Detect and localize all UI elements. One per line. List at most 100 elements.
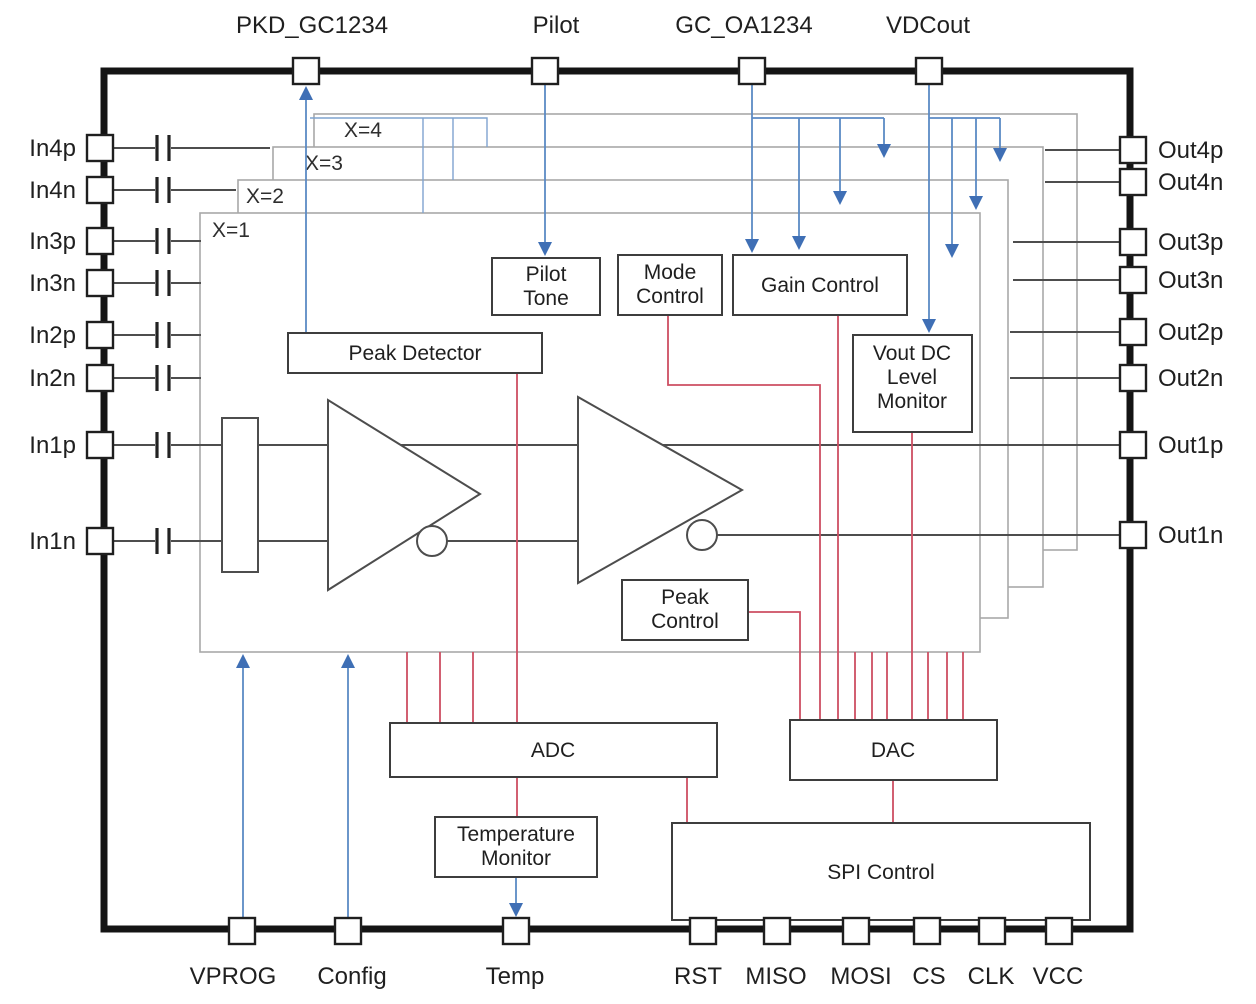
pin-in4n xyxy=(85,175,115,205)
pin-out2n xyxy=(1118,363,1148,393)
amplifier-2-inverting-bubble xyxy=(686,519,718,551)
arrow-up-vprog-icon xyxy=(236,654,250,668)
pilot-tone-label1: Pilot xyxy=(526,263,567,286)
arrow-down-vdc-ch3-icon xyxy=(969,196,983,210)
vdcout-fanout-to-channels xyxy=(929,117,1001,246)
pin-out1p xyxy=(1118,430,1148,460)
pin-in2n xyxy=(85,363,115,393)
pin-cs xyxy=(912,916,942,946)
pin-label-mosi: MOSI xyxy=(830,963,891,990)
blue-signal-lines xyxy=(242,84,1001,918)
pin-label-out3n: Out3n xyxy=(1158,267,1223,294)
pin-out1n xyxy=(1118,520,1148,550)
pin-pilot xyxy=(530,56,560,86)
input-capacitors xyxy=(155,135,171,554)
pin-label-out3p: Out3p xyxy=(1158,229,1223,256)
pin-label-pkd-gc1234: PKD_GC1234 xyxy=(236,12,388,39)
lines-channel-to-dac xyxy=(854,652,964,720)
block-adc xyxy=(389,722,718,778)
adc-label: ADC xyxy=(531,739,575,762)
arrow-down-temp-icon xyxy=(509,903,523,917)
peak-control-label1: Peak xyxy=(661,586,709,609)
pin-label-rst: RST xyxy=(674,963,722,990)
pin-label-out1p: Out1p xyxy=(1158,432,1223,459)
pin-miso xyxy=(762,916,792,946)
wire-inputblock-to-amp1 xyxy=(258,444,328,542)
channel-label-x2: X=2 xyxy=(246,185,284,208)
pin-label-out1n: Out1n xyxy=(1158,522,1223,549)
pin-pkd-gc1234 xyxy=(291,56,321,86)
pin-label-clk: CLK xyxy=(968,963,1015,990)
pin-label-in3n: In3n xyxy=(29,270,76,297)
pin-out3n xyxy=(1118,265,1148,295)
arrow-down-vdc-ch2-icon xyxy=(945,244,959,258)
pilot-tone-label2: Tone xyxy=(523,287,569,310)
capacitor-icon-in3p xyxy=(155,228,171,254)
pin-label-config: Config xyxy=(317,963,386,990)
line-modecontrol-to-dac xyxy=(667,315,821,720)
pin-label-miso: MISO xyxy=(745,963,806,990)
arrow-down-gaincontrol-icon xyxy=(745,239,759,253)
gain-control-label: Gain Control xyxy=(761,274,879,297)
pin-out3p xyxy=(1118,227,1148,257)
block-spi-control xyxy=(671,822,1091,921)
top-pins: PKD_GC1234 Pilot GC_OA1234 VDCout xyxy=(236,12,970,86)
pin-rst xyxy=(688,916,718,946)
pin-label-vprog: VPROG xyxy=(190,963,277,990)
channel-label-x4: X=4 xyxy=(344,119,382,142)
pin-in3n xyxy=(85,268,115,298)
pin-mosi xyxy=(841,916,871,946)
arrow-up-pkd-icon xyxy=(299,86,313,100)
pin-label-out4p: Out4p xyxy=(1158,137,1223,164)
pin-label-vcc: VCC xyxy=(1033,963,1084,990)
arrow-up-config-icon xyxy=(341,654,355,668)
pin-out4p xyxy=(1118,135,1148,165)
pin-in1p xyxy=(85,430,115,460)
input-stage-block xyxy=(221,417,259,573)
pin-in2p xyxy=(85,320,115,350)
pin-label-in4n: In4n xyxy=(29,177,76,204)
pin-clk xyxy=(977,916,1007,946)
pin-label-in2p: In2p xyxy=(29,322,76,349)
capacitor-icon-in2n xyxy=(155,365,171,391)
right-pins: Out4p Out4n Out3p Out3n Out2p Out2n Out1… xyxy=(1118,135,1223,550)
capacitor-icon-in4p xyxy=(155,135,171,161)
block-gain-control xyxy=(732,254,908,316)
channel-label-x1: X=1 xyxy=(212,219,250,242)
pin-label-in4p: In4p xyxy=(29,135,76,162)
block-temperature-monitor xyxy=(434,816,598,878)
block-dac xyxy=(789,719,998,781)
amplifier-2 xyxy=(577,395,745,585)
block-mode-control xyxy=(617,254,723,316)
temp-monitor-label2: Monitor xyxy=(481,847,551,870)
arrow-down-vdc-ch4-icon xyxy=(993,148,1007,162)
arrow-down-pilot-icon xyxy=(538,242,552,256)
pin-label-gc-oa1234: GC_OA1234 xyxy=(675,12,812,39)
pin-label-in2n: In2n xyxy=(29,365,76,392)
pkd-bus-stubs xyxy=(310,117,488,213)
arrowheads xyxy=(236,86,1007,917)
function-blocks: Pilot Tone Mode Control Gain Control Vou… xyxy=(287,254,1091,921)
channel-label-x3: X=3 xyxy=(305,152,343,175)
pin-config xyxy=(333,916,363,946)
lines-channel-to-adc xyxy=(406,652,474,723)
line-peakcontrol-to-dac xyxy=(748,611,801,720)
analog-control-lines xyxy=(406,315,964,823)
pin-label-vdcout: VDCout xyxy=(886,12,970,39)
arrow-down-gc-ch2-icon xyxy=(792,236,806,250)
mode-control-label2: Control xyxy=(636,285,704,308)
vout-dc-label2: Level xyxy=(887,366,937,389)
block-pilot-tone xyxy=(491,257,601,316)
amplifier-1 xyxy=(327,398,482,592)
capacitor-icon-in3n xyxy=(155,270,171,296)
pin-gc-oa1234 xyxy=(737,56,767,86)
block-vout-dc-monitor xyxy=(852,334,973,433)
pkd-bus xyxy=(310,117,488,213)
peak-detector-label: Peak Detector xyxy=(348,342,481,365)
capacitor-icon-in2p xyxy=(155,322,171,348)
bottom-pins: VPROG Config Temp RST MISO MOSI CS CLK V… xyxy=(190,916,1084,990)
peak-control-label2: Control xyxy=(651,610,719,633)
spi-control-label: SPI Control xyxy=(827,861,934,884)
block-peak-detector xyxy=(287,332,543,374)
